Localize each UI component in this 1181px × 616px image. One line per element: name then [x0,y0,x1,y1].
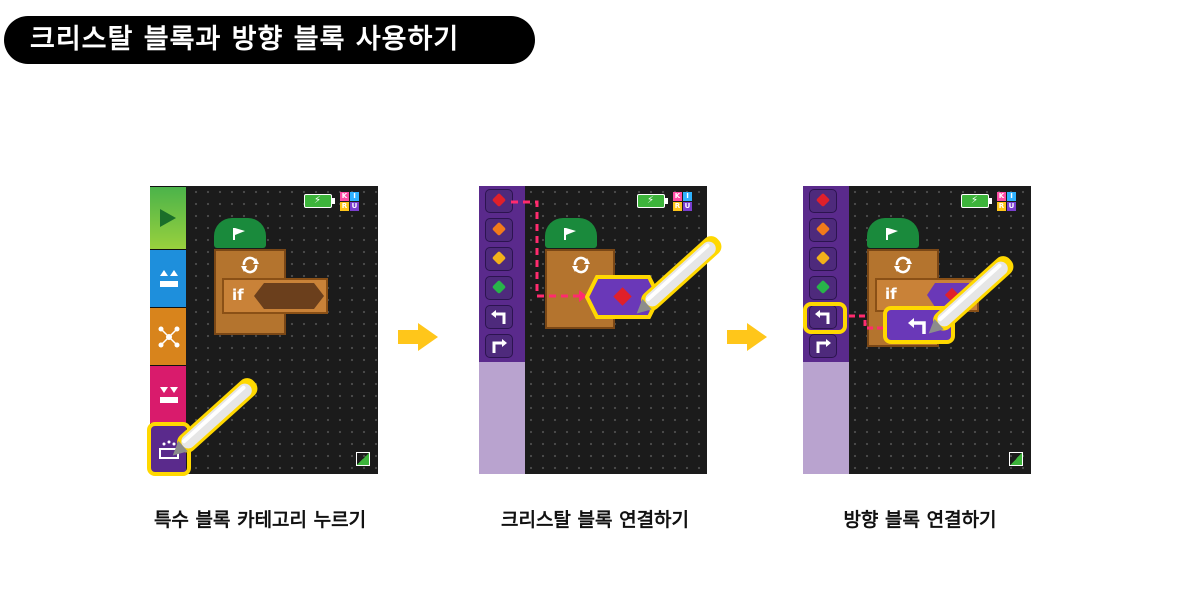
palette-green-crystal[interactable] [809,276,837,300]
flag-start-block[interactable] [214,218,266,248]
device-screen-step-2: ⚡ K I R U [479,186,707,474]
category-stack-up[interactable] [150,249,186,308]
stack-down-icon [160,387,178,403]
palette-yellow-crystal[interactable] [485,247,513,271]
palette-orange-crystal[interactable] [485,218,513,242]
flag-start-block[interactable] [867,218,919,248]
kiru-logo: K I R U [340,192,359,211]
flag-start-block[interactable] [545,218,597,248]
palette-green-crystal[interactable] [485,276,513,300]
turn-right-icon [816,339,831,353]
stylus-pen-icon [636,236,722,314]
flag-icon [886,228,898,240]
turn-left-icon [908,318,926,334]
palette-turn-left[interactable] [485,305,513,329]
play-icon [160,209,176,227]
orange-crystal-icon [491,221,507,237]
flag-icon [564,228,576,240]
red-crystal-icon [491,192,507,208]
next-step-arrow-icon [398,323,438,351]
palette-yellow-crystal[interactable] [809,247,837,271]
turn-left-icon [491,310,506,324]
palette-turn-right[interactable] [809,334,837,358]
if-condition-slot[interactable] [254,283,324,309]
category-network[interactable] [150,307,186,366]
yellow-crystal-icon [815,250,831,266]
green-crystal-icon [815,279,831,295]
step-1-caption: 특수 블록 카테고리 누르기 [153,509,367,531]
stylus-pen-icon [928,256,1014,334]
red-crystal-icon [815,192,831,208]
expand-icon[interactable] [356,452,370,466]
device-screen-step-1: ⚡ K I R U if [150,186,378,474]
palette-turn-left[interactable] [809,305,837,329]
red-crystal-icon [613,287,632,306]
drag-path-line [511,200,587,302]
network-icon [158,326,180,348]
loop-icon [894,256,912,274]
category-play[interactable] [150,186,186,250]
next-step-arrow-icon [727,323,767,351]
loop-icon [572,256,590,274]
category-stack-down[interactable] [150,365,186,424]
battery-icon: ⚡ [637,194,668,208]
green-crystal-icon [491,279,507,295]
stylus-pen-icon [172,378,258,456]
special-palette [479,186,525,474]
turn-right-icon [492,339,507,353]
orange-crystal-icon [815,221,831,237]
page-title: 크리스탈 블록과 방향 블록 사용하기 [4,16,535,64]
palette-orange-crystal[interactable] [809,218,837,242]
palette-red-crystal[interactable] [809,189,837,213]
step-3-caption: 방향 블록 연결하기 [843,509,997,531]
selected-palette-highlight [803,302,847,334]
kiru-logo: K I R U [997,192,1016,211]
battery-icon: ⚡ [961,194,992,208]
kiru-logo: K I R U [673,192,692,211]
stack-up-icon [160,270,178,287]
palette-turn-right[interactable] [485,334,513,358]
expand-icon[interactable] [1009,452,1023,466]
turn-left-icon [815,310,830,324]
step-2-caption: 크리스탈 블록 연결하기 [500,509,690,531]
loop-icon [241,256,259,274]
yellow-crystal-icon [491,250,507,266]
battery-icon: ⚡ [304,194,335,208]
flag-icon [233,228,245,240]
